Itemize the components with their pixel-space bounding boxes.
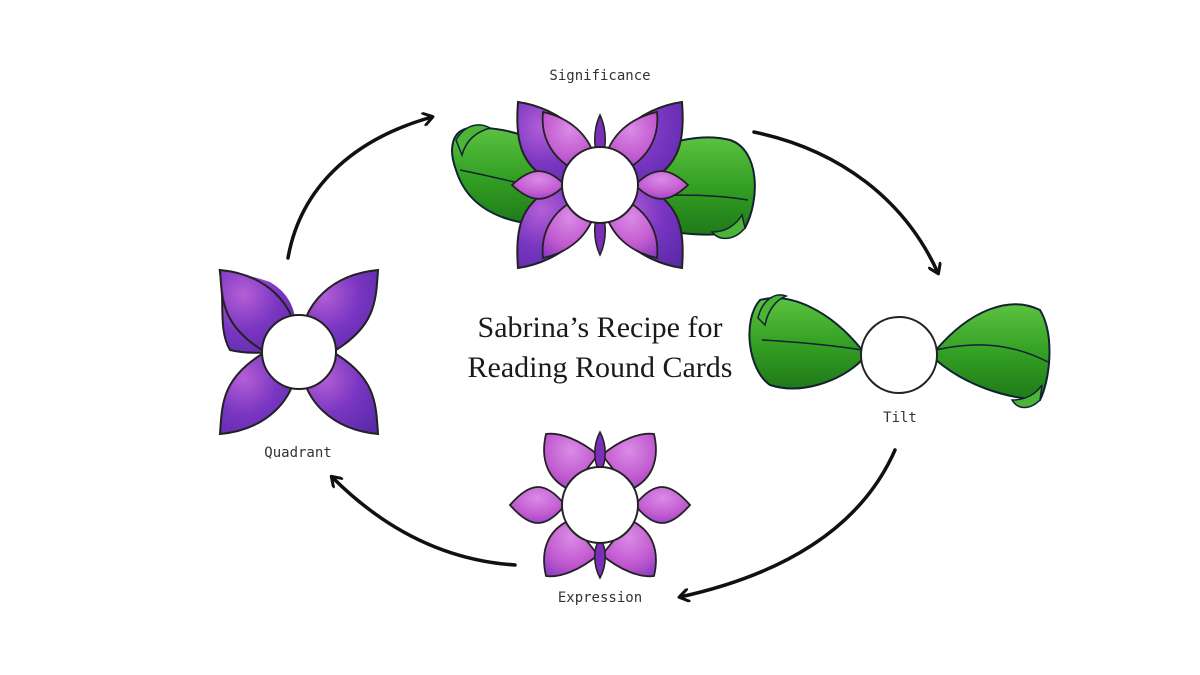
arrow-significance-to-tilt bbox=[752, 130, 938, 273]
arrow-expression-to-quadrant bbox=[332, 477, 517, 567]
title-line-2: Reading Round Cards bbox=[467, 351, 733, 384]
node-label-expression: Expression bbox=[557, 590, 643, 606]
node-label-significance: Significance bbox=[549, 68, 651, 84]
node-label-quadrant: Quadrant bbox=[264, 445, 332, 461]
title-line-1: Sabrina’s Recipe for bbox=[477, 311, 723, 344]
quadrant-icon bbox=[218, 268, 380, 436]
arrow-quadrant-to-significance bbox=[286, 117, 432, 260]
significance-icon bbox=[451, 100, 756, 270]
diagram-title: Sabrina’s Recipe for Reading Round Cards bbox=[420, 308, 780, 388]
arrow-tilt-to-expression bbox=[680, 448, 897, 597]
expression-icon bbox=[508, 430, 692, 580]
node-label-tilt: Tilt bbox=[883, 410, 917, 426]
tilt-icon bbox=[748, 294, 1051, 409]
